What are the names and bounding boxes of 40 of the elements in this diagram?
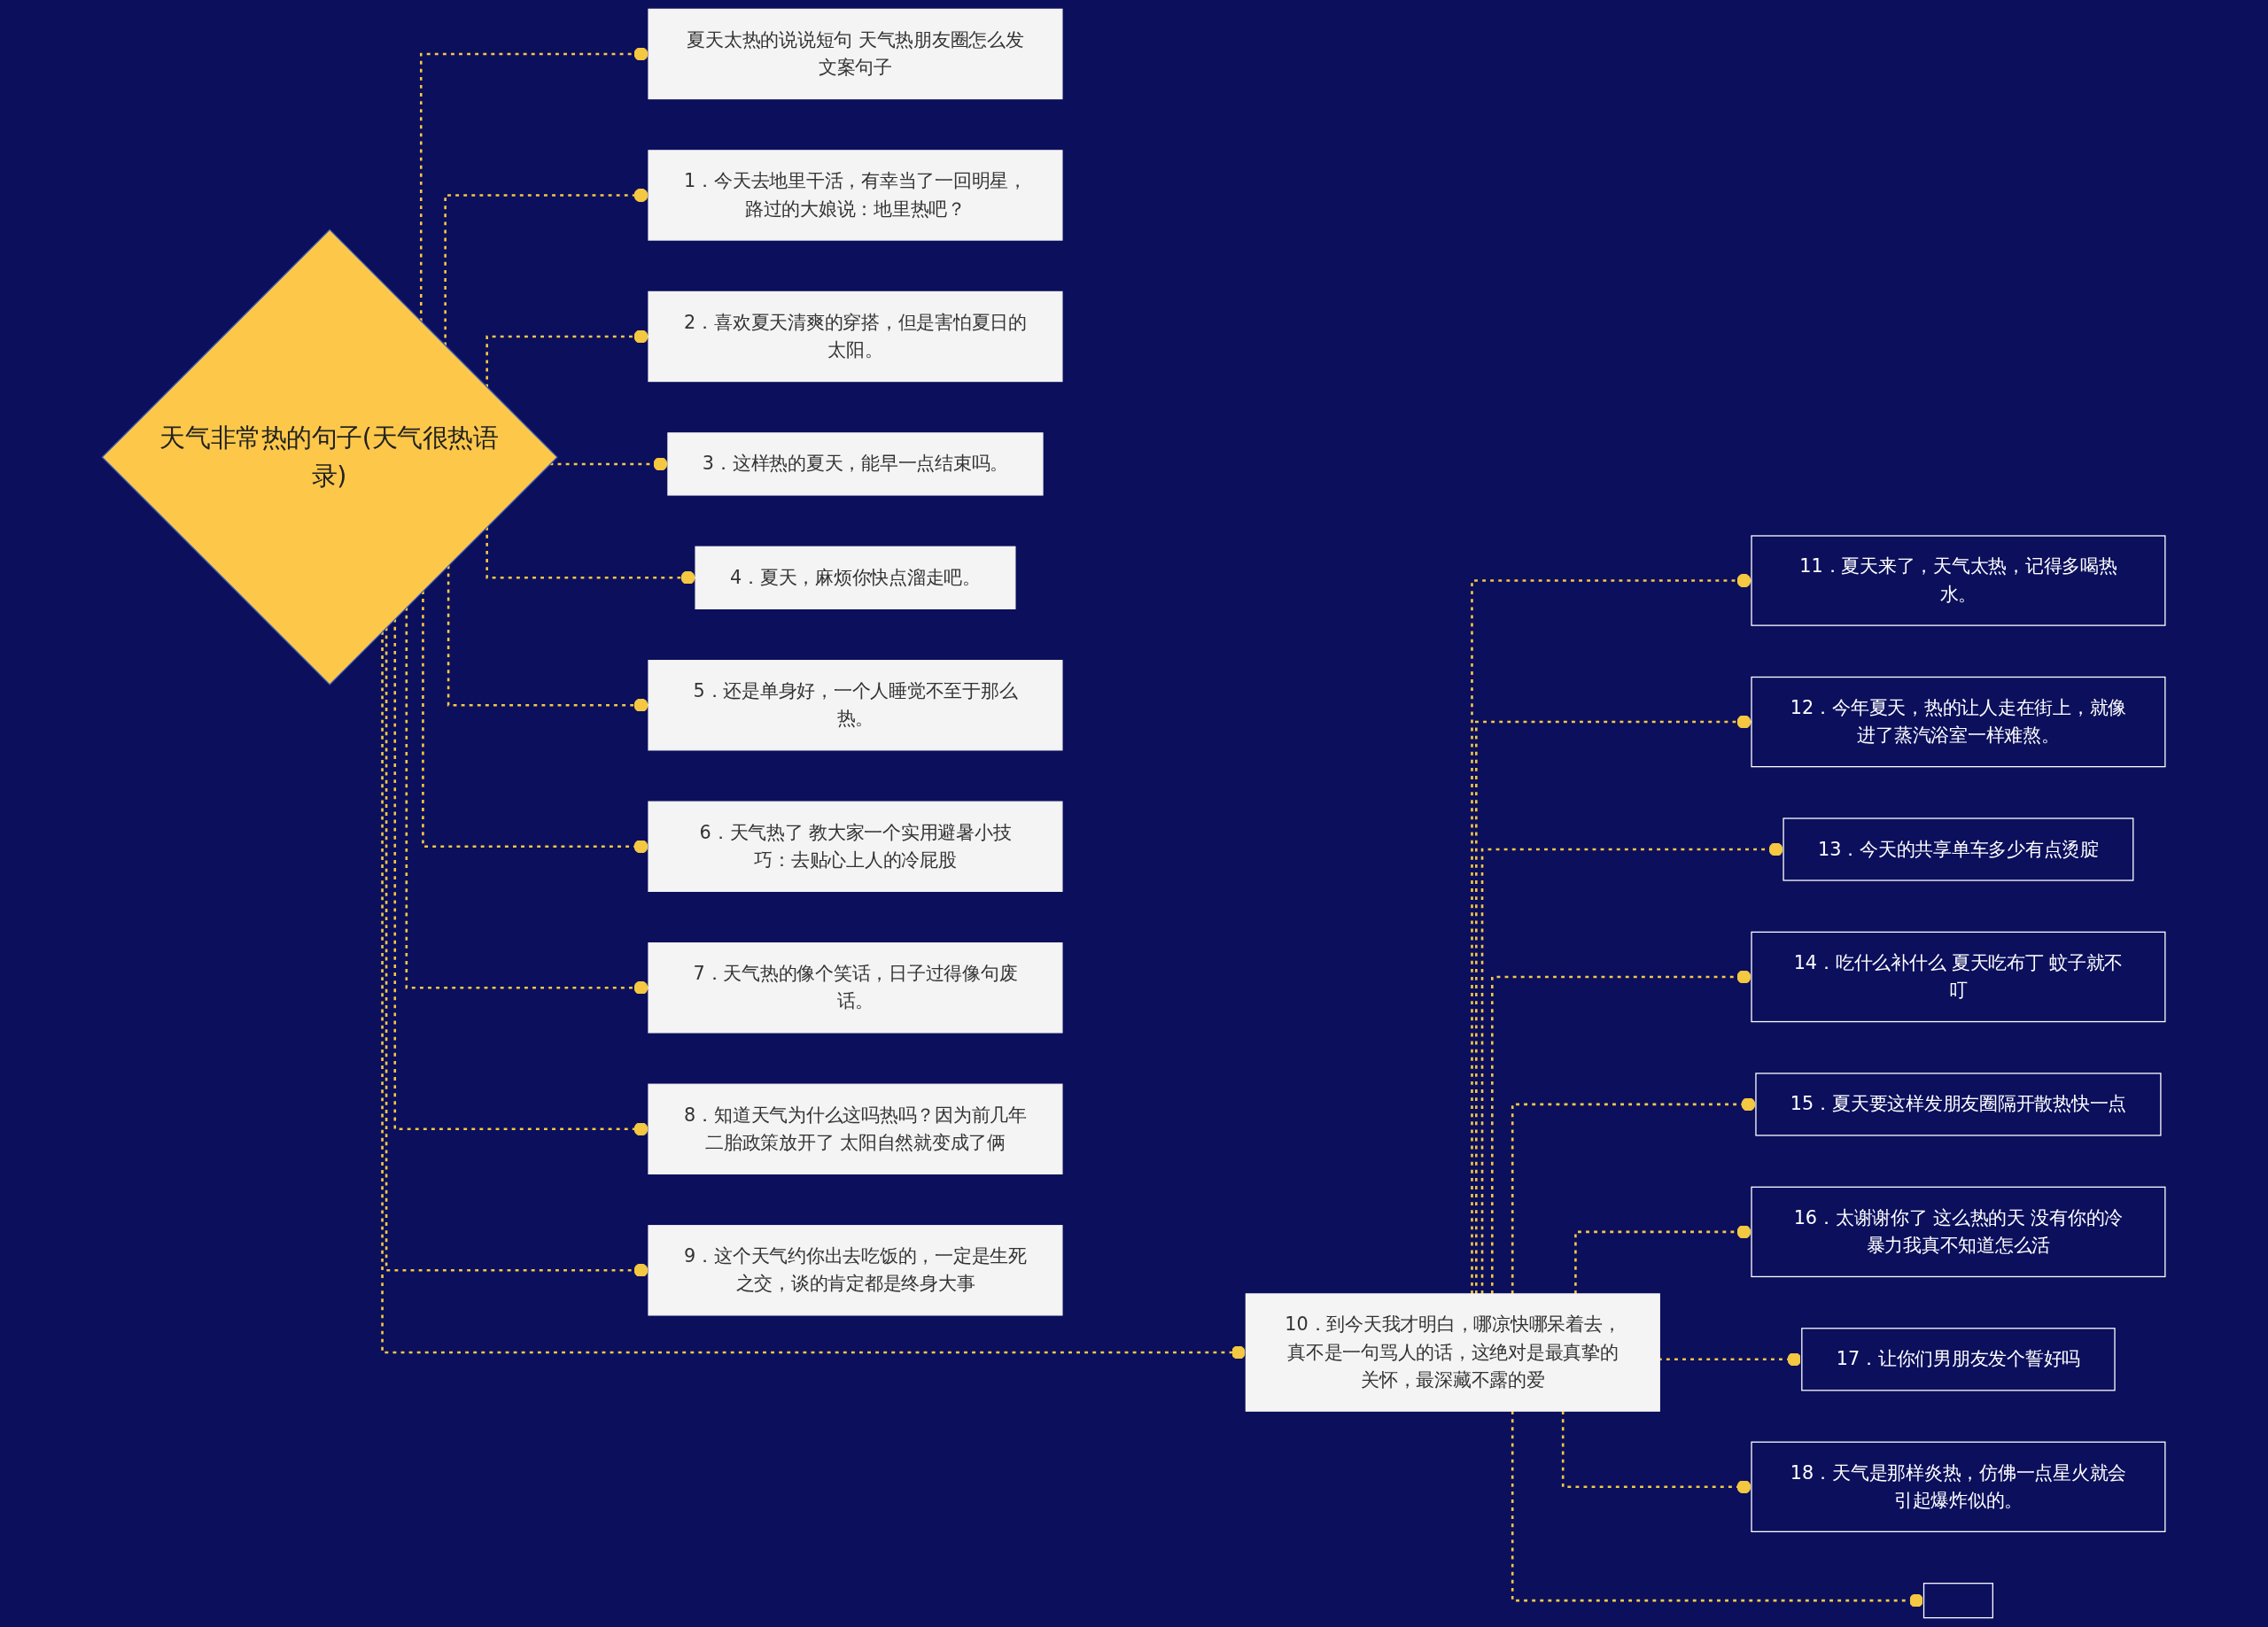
node-box: 1．今天去地里干活，有幸当了一回明星，路过的大娘说：地里热吧？: [648, 150, 1063, 241]
node-box: 3．这样热的夏天，能早一点结束吗。: [667, 432, 1044, 496]
connector: [422, 591, 649, 854]
node-box: 10．到今天我才明白，哪凉快哪呆着去，真不是一句骂人的话，这绝对是最真挚的关怀，最深藏不露的爱: [1246, 1293, 1661, 1412]
node-box: 7．天气热的像个笑话，日子过得像句废话。: [648, 942, 1063, 1034]
node-box: 4．夏天，麻烦你快点溜走吧。: [695, 546, 1016, 609]
connector: [1471, 573, 1752, 1294]
node-diamond: 天气非常热的句子(天气很热语录): [101, 229, 559, 686]
connector: [1491, 970, 1752, 1294]
connector: [485, 526, 696, 585]
node-box: 夏天太热的说说短句 天气热朋友圈怎么发文案句子: [648, 8, 1063, 100]
node-box: 17．让你们男朋友发个誓好吗: [1801, 1328, 2117, 1391]
connector: [1481, 842, 1784, 1294]
node-box: 6．天气热了 教大家一个实用避暑小技巧：去贴心上人的冷屁股: [648, 801, 1063, 892]
connector: [1511, 1097, 1757, 1294]
node-box: 8．知道天气为什么这吗热吗？因为前几年二胎政策放开了 太阳自然就变成了俩: [648, 1083, 1063, 1175]
connector: [405, 607, 649, 996]
node-box: 12．今年夏天，热的让人走在街上，就像进了蒸汽浴室一样难熬。: [1751, 676, 2166, 768]
connector: [1574, 1225, 1752, 1294]
node-box: 9．这个天气约你出去吃饭的，一定是生死之交，谈的肯定都是终身大事: [648, 1225, 1063, 1316]
connector: [1511, 1411, 1924, 1608]
connector: [393, 618, 649, 1136]
node-box: 18．天气是那样炎热，仿佛一点星火就会引起爆炸似的。: [1751, 1441, 2166, 1532]
connector: [381, 631, 1247, 1360]
connector: [420, 47, 649, 322]
connector: [550, 457, 669, 471]
node-box: [1923, 1583, 1994, 1619]
connector: [385, 627, 649, 1278]
node-box: 5．还是单身好，一个人睡觉不至于那么热。: [648, 660, 1063, 751]
connector: [485, 329, 649, 388]
node-box: 13．今天的共享单车多少有点烫腚: [1783, 817, 2134, 881]
connector: [444, 188, 649, 346]
node-box: 15．夏天要这样发朋友圈隔开散热快一点: [1755, 1073, 2162, 1136]
connector: [1475, 715, 1752, 1294]
node-box: 16．太谢谢你了 这么热的天 没有你的冷暴力我真不知道怎么活: [1751, 1186, 2166, 1278]
node-box: 2．喜欢夏天清爽的穿搭，但是害怕夏日的太阳。: [648, 291, 1063, 383]
node-box: 14．吃什么补什么 夏天吃布丁 蚊子就不叮: [1751, 931, 2166, 1023]
connector: [447, 565, 649, 713]
node-box: 11．夏天来了，天气太热，记得多喝热水。: [1751, 535, 2166, 626]
connector: [1562, 1411, 1752, 1494]
